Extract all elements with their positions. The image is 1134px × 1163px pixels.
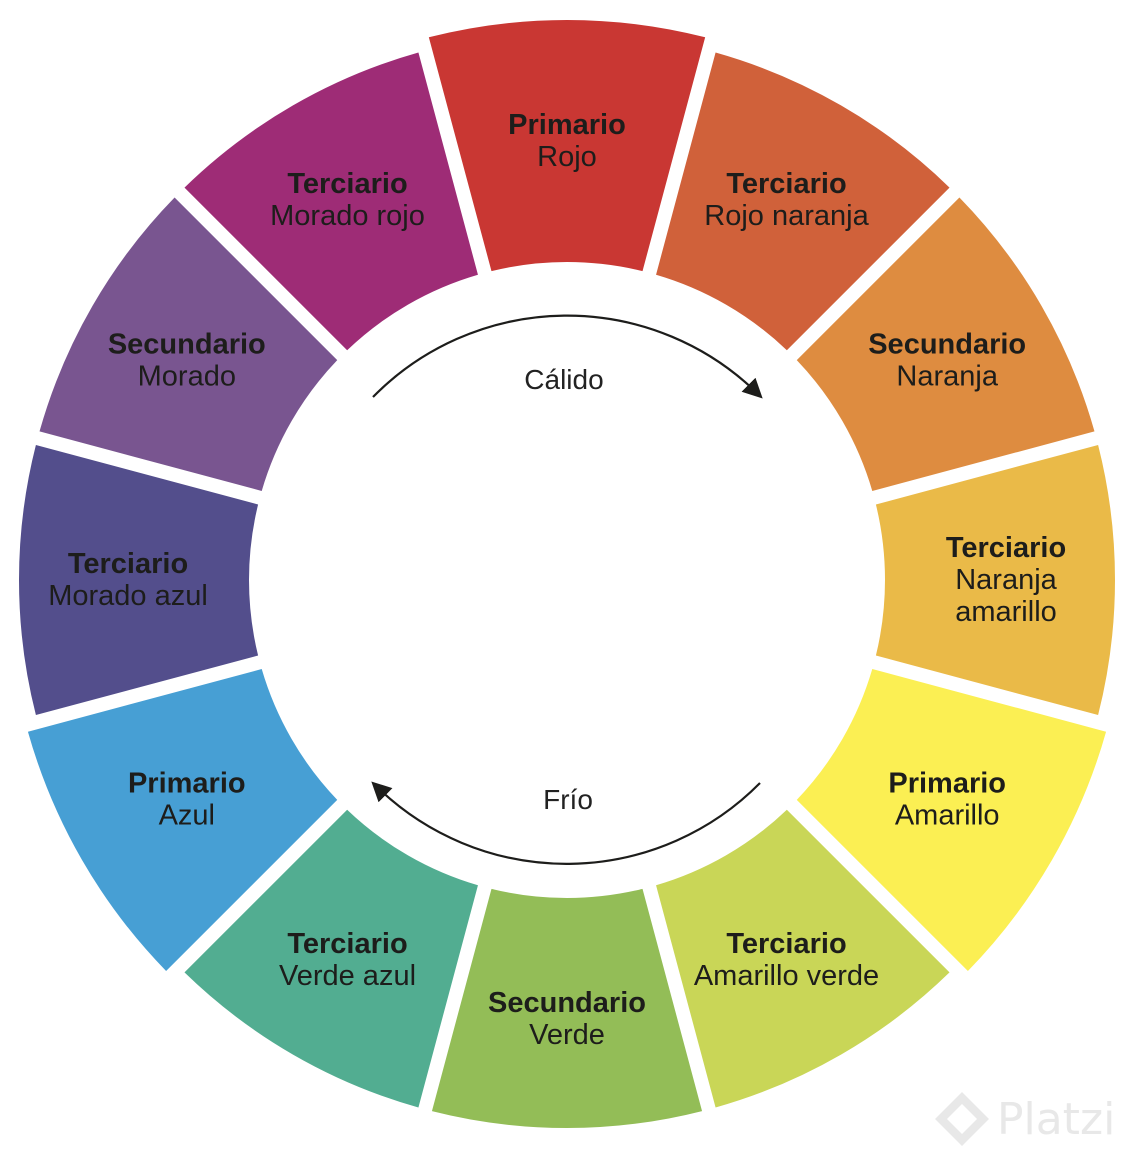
cold-label: Frío (543, 784, 593, 815)
wheel-segment (431, 888, 703, 1128)
platzi-watermark: Platzi (935, 1092, 1115, 1146)
segment-color-label: Amarillo (895, 800, 1000, 832)
segment-color-label: amarillo (955, 596, 1057, 628)
segment-color-label: Naranja (896, 361, 998, 393)
segment-color-label: Rojo (537, 141, 597, 173)
wheel-segments (18, 20, 1115, 1128)
segment-type-label: Primario (888, 768, 1006, 800)
segment-color-label: Naranja (955, 564, 1057, 596)
wheel-segment (27, 669, 338, 971)
wheel-segment (184, 809, 478, 1108)
wheel-segment (875, 444, 1115, 716)
segment-type-label: Terciario (287, 928, 407, 960)
segment-type-label: Terciario (946, 532, 1066, 564)
segment-color-label: Azul (159, 800, 215, 832)
segment-type-label: Secundario (488, 987, 646, 1019)
segment-type-label: Secundario (868, 329, 1026, 361)
wheel-segment (39, 197, 338, 491)
wheel-segment (428, 20, 706, 272)
segment-color-label: Verde azul (279, 960, 416, 992)
warm-arrow-icon (372, 314, 763, 399)
wheel-segment (184, 52, 478, 351)
cold-arrow-icon (371, 781, 761, 865)
segment-color-label: Morado (138, 361, 236, 393)
warm-label: Cálido (524, 364, 603, 395)
segment-color-label: Amarillo verde (694, 960, 879, 992)
wheel-segment (18, 444, 259, 716)
watermark-text: Platzi (997, 1094, 1115, 1145)
segment-type-label: Primario (128, 768, 246, 800)
wheel-segment (656, 52, 950, 351)
segment-color-label: Rojo naranja (704, 200, 869, 232)
segment-color-label: Morado azul (48, 580, 208, 612)
wheel-segment (796, 669, 1107, 971)
segment-type-label: Terciario (287, 168, 407, 200)
wheel-segment (656, 809, 950, 1108)
segment-type-label: Secundario (108, 329, 266, 361)
segment-color-label: Verde (529, 1019, 605, 1051)
wheel-segment (796, 197, 1095, 491)
segment-color-label: Morado rojo (270, 200, 425, 232)
platzi-logo-icon (935, 1092, 989, 1146)
segment-type-label: Terciario (726, 928, 846, 960)
segment-type-label: Terciario (68, 548, 188, 580)
segment-type-label: Primario (508, 109, 626, 141)
segment-type-label: Terciario (726, 168, 846, 200)
